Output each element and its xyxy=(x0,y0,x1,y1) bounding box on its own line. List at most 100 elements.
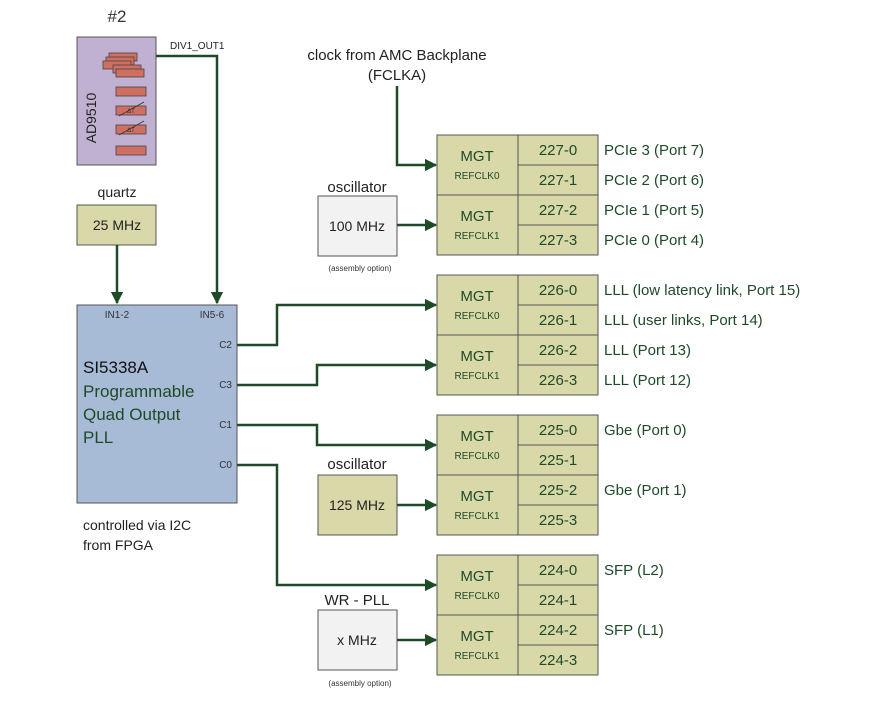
wire-amc-to-mgt227 xyxy=(395,86,438,172)
port-cell xyxy=(517,224,599,256)
oscillator-freq: x MHz xyxy=(337,632,377,648)
port-label: 227-2 xyxy=(539,202,577,219)
port-cell xyxy=(517,194,599,226)
delay-label-2: ΔT xyxy=(127,128,135,134)
mgt-label: MGT xyxy=(460,208,493,225)
link-label: SFP (L2) xyxy=(604,562,664,579)
link-label: PCIe 0 (Port 4) xyxy=(604,232,704,249)
mgt-label: MGT xyxy=(460,348,493,365)
oscillator-note: (assembly option) xyxy=(328,679,391,688)
wire-c3-to-mgt226 xyxy=(237,358,438,387)
ad9510-block: #2 AD9510 ΔT ΔT DIV1_OUT1 xyxy=(76,7,225,166)
pll-subtitle-1: Programmable xyxy=(83,382,195,401)
oscillator-note: (assembly option) xyxy=(328,264,391,273)
port-label: 226-0 xyxy=(539,282,577,299)
port-label: 224-1 xyxy=(539,592,577,609)
refclk-label: REFCLK1 xyxy=(454,651,499,662)
pll-pin-c1: C1 xyxy=(219,420,232,431)
port-label: 224-3 xyxy=(539,652,577,669)
port-label: 226-1 xyxy=(539,312,577,329)
pll-note-1: controlled via I2C xyxy=(83,517,191,533)
pll-pin-c2: C2 xyxy=(219,340,232,351)
link-label: PCIe 3 (Port 7) xyxy=(604,142,704,159)
refclk-label: REFCLK0 xyxy=(454,171,499,182)
refclk-label: REFCLK0 xyxy=(454,591,499,602)
link-label: LLL (Port 12) xyxy=(604,372,691,389)
oscillator-title: oscillator xyxy=(327,179,386,196)
ad9510-index-label: #2 xyxy=(108,7,127,26)
pll-title: SI5338A xyxy=(83,358,149,377)
pll-subtitle-2: Quad Output xyxy=(83,405,181,424)
wire-c2-to-mgt226 xyxy=(237,298,438,347)
quartz-block: quartz 25 MHz xyxy=(76,184,157,246)
oscillator-freq: 100 MHz xyxy=(329,218,385,234)
wr-pll-oscillator: WR - PLL x MHz (assembly option) xyxy=(317,592,398,688)
mgt-label: MGT xyxy=(460,148,493,165)
link-label: PCIe 1 (Port 5) xyxy=(604,202,704,219)
wire-c1-to-mgt225 xyxy=(237,423,438,452)
port-cell xyxy=(517,644,599,676)
pll-input-in56: IN5-6 xyxy=(200,310,225,321)
port-label: 227-0 xyxy=(539,142,577,159)
mgt-label: MGT xyxy=(460,288,493,305)
link-label: LLL (low latency link, Port 15) xyxy=(604,282,800,299)
oscillator-freq: 125 MHz xyxy=(329,497,385,513)
port-cell xyxy=(517,274,599,306)
port-label: 225-1 xyxy=(539,452,577,469)
link-label: PCIe 2 (Port 6) xyxy=(604,172,704,189)
mgt-label: MGT xyxy=(460,628,493,645)
link-label: LLL (Port 13) xyxy=(604,342,691,359)
amc-clock-line-2: (FCLKA) xyxy=(368,67,426,84)
amc-clock-label: clock from AMC Backplane (FCLKA) xyxy=(307,47,486,84)
pll-box xyxy=(76,304,238,504)
refclk-label: REFCLK0 xyxy=(454,451,499,462)
wire-c0-to-mgt224 xyxy=(237,463,438,592)
port-cell xyxy=(517,474,599,506)
amc-clock-line-1: clock from AMC Backplane xyxy=(307,47,486,64)
port-label: 225-3 xyxy=(539,512,577,529)
refclk-label: REFCLK0 xyxy=(454,311,499,322)
port-label: 226-2 xyxy=(539,342,577,359)
quartz-label: quartz xyxy=(98,184,137,200)
port-label: 224-0 xyxy=(539,562,577,579)
wires xyxy=(110,54,438,647)
oscillator-box xyxy=(317,195,398,257)
port-label: 225-2 xyxy=(539,482,577,499)
oscillator-title: WR - PLL xyxy=(324,592,389,609)
port-cell xyxy=(517,304,599,336)
pll-pin-c0: C0 xyxy=(219,460,232,471)
refclk-label: REFCLK1 xyxy=(454,371,499,382)
port-label: 224-2 xyxy=(539,622,577,639)
ad9510-name: AD9510 xyxy=(83,92,99,143)
oscillator-title: oscillator xyxy=(327,456,386,473)
link-label: Gbe (Port 1) xyxy=(604,482,687,499)
port-label: 227-1 xyxy=(539,172,577,189)
port-cell xyxy=(517,364,599,396)
delay-label-1: ΔT xyxy=(127,109,135,115)
link-label: Gbe (Port 0) xyxy=(604,422,687,439)
port-label: 225-0 xyxy=(539,422,577,439)
port-cell xyxy=(517,614,599,646)
link-label: LLL (user links, Port 14) xyxy=(604,312,763,329)
mgt-label: MGT xyxy=(460,428,493,445)
port-cell xyxy=(517,134,599,166)
pll-subtitle-3: PLL xyxy=(83,428,113,447)
port-cell xyxy=(517,414,599,446)
pll-pin-c3: C3 xyxy=(219,380,232,391)
port-cell xyxy=(517,164,599,196)
refclk-label: REFCLK1 xyxy=(454,231,499,242)
mgt-label: MGT xyxy=(460,568,493,585)
pll-note-2: from FPGA xyxy=(83,537,154,553)
port-cell xyxy=(517,584,599,616)
oscillator-box xyxy=(317,609,398,671)
ad9510-output-label: DIV1_OUT1 xyxy=(170,41,225,52)
mgt-label: MGT xyxy=(460,488,493,505)
oscillator-box xyxy=(317,474,398,536)
port-cell xyxy=(517,554,599,586)
